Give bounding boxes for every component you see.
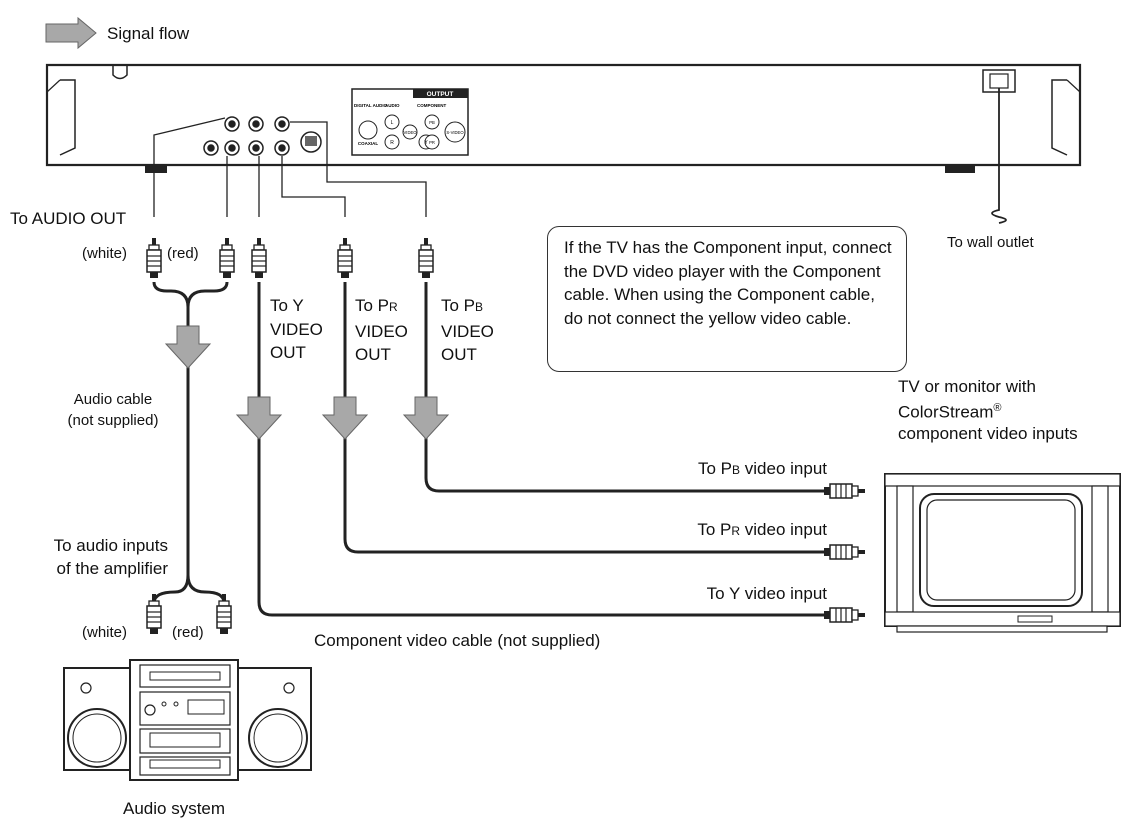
panel-component-label: COMPONENT [417,103,447,108]
pb-input-pre: To P [698,459,733,478]
amp-inputs-line2: of the amplifier [56,559,169,578]
plug-y [251,237,267,279]
y-video-out-label: To Y VIDEO OUT [270,294,323,365]
white-label-bottom: (white) [82,624,128,641]
pb-video-out-pre: To P [441,296,476,315]
pr-video-out-line2: VIDEO [355,321,408,341]
component-info-callout: If the TV has the Component input, conne… [547,226,907,372]
y-video-out-line1: To Y [270,296,304,315]
panel-output-label: OUTPUT [427,91,454,98]
flow-arrow-audio [165,325,211,369]
rca-jacks [203,116,322,156]
plug-y-input [823,607,866,623]
plug-pr [337,237,353,279]
red-label-top: (red) [167,245,199,262]
amp-inputs-label: To audio inputs of the amplifier [10,534,168,580]
registered-mark: ® [993,401,1002,414]
pb-input-post: video input [740,459,827,478]
pr-video-out-pre: To P [355,296,390,315]
panel-pr-label: PR [429,140,435,145]
audio-cable-line2: (not supplied) [67,412,159,429]
tv-illustration [884,473,1121,633]
y-video-out-line3: OUT [270,343,306,362]
panel-audio-label: AUDIO [385,103,400,108]
y-input-label: To Y video input [706,584,827,603]
audio-cable-line1: Audio cable [73,391,153,408]
tv-label: TV or monitor with ColorStream® componen… [898,376,1078,444]
panel-pb-label: PB [429,120,435,125]
dvd-player-rear [45,63,1082,224]
panel-s-video-label: S-VIDEO [446,130,464,135]
white-label-top: (white) [82,245,128,262]
pb-input-label: To PB video input [600,458,827,481]
cables [152,117,830,617]
plug-amp-white [146,593,162,635]
audio-system-illustration [63,659,312,781]
panel-r-label: R [390,140,394,146]
plug-amp-red [216,593,232,635]
panel-video-label: VIDEO [403,130,417,135]
plug-pb [418,237,434,279]
output-panel: OUTPUT DIGITAL AUDIO AUDIO COMPONENT COA… [351,88,469,156]
component-cable-label: Component video cable (not supplied) [314,631,601,650]
amp-inputs-line1: To audio inputs [53,536,168,555]
pb-input-sub: B [732,463,741,477]
plug-audio-red [219,237,235,279]
y-video-out-line2: VIDEO [270,319,323,339]
pr-input-sub: R [731,524,741,538]
signal-flow-arrow [45,16,97,50]
tv-label-line2: ColorStream [898,402,994,422]
panel-coaxial-label: COAXIAL [358,141,379,146]
flow-arrow-pb [403,396,449,440]
pr-video-out-label: To PR VIDEO OUT [355,294,408,367]
pb-video-out-line3: OUT [441,345,477,364]
pr-video-out-line3: OUT [355,345,391,364]
panel-digital-audio-label: DIGITAL AUDIO [354,103,388,108]
flow-arrow-pr [322,396,368,440]
plug-audio-white [146,237,162,279]
pr-input-pre: To P [697,520,732,539]
plug-pr-input [823,544,866,560]
flow-arrow-y [236,396,282,440]
pb-video-out-line2: VIDEO [441,321,494,341]
red-label-bottom: (red) [172,624,204,641]
pr-input-post: video input [740,520,827,539]
panel-l-label: L [391,120,394,126]
wall-outlet-label: To wall outlet [947,234,1034,251]
pb-video-out-sub: B [475,300,484,314]
pb-video-out-label: To PB VIDEO OUT [441,294,494,367]
tv-label-line1: TV or monitor with [898,377,1036,396]
plug-pb-input [823,483,866,499]
audio-system-label: Audio system [123,799,226,818]
audio-out-label: To AUDIO OUT [10,209,127,228]
pr-input-label: To PR video input [600,519,827,542]
panel-y-label: Y [424,140,428,146]
pr-video-out-sub: R [389,300,398,314]
signal-flow-label: Signal flow [107,24,190,43]
tv-label-line3: component video inputs [898,423,1078,443]
audio-cable-label: Audio cable (not supplied) [48,389,178,431]
